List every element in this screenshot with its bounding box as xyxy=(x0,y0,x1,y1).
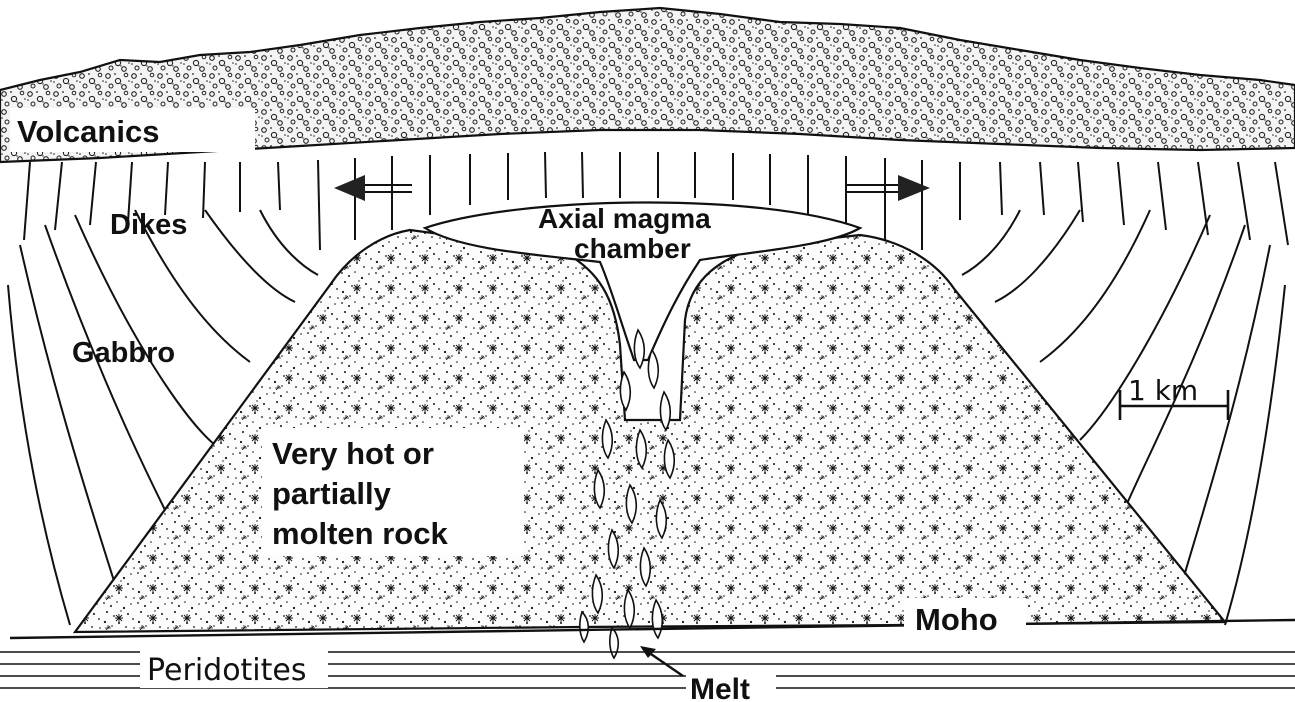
gabbro-label: Gabbro xyxy=(72,337,175,369)
axial-chamber-label-line2: chamber xyxy=(574,233,691,264)
hot-rock-label-line3: molten rock xyxy=(272,516,448,551)
axial-chamber-label-line1: Axial magma xyxy=(538,203,711,234)
spreading-arrow-right xyxy=(846,175,930,201)
spreading-arrow-left xyxy=(334,175,412,201)
hot-rock-label-line1: Very hot or xyxy=(272,436,434,471)
scale-label: 1 km xyxy=(1128,374,1198,407)
melt-label: Melt xyxy=(690,673,750,702)
hot-rock-label-line2: partially xyxy=(272,476,392,511)
volcanics-label: Volcanics xyxy=(17,114,159,149)
moho-label: Moho xyxy=(915,602,998,637)
dikes-label: Dikes xyxy=(110,209,187,241)
peridotites-label: Peridotites xyxy=(147,653,307,688)
melt-pointer-arrow xyxy=(640,646,683,676)
